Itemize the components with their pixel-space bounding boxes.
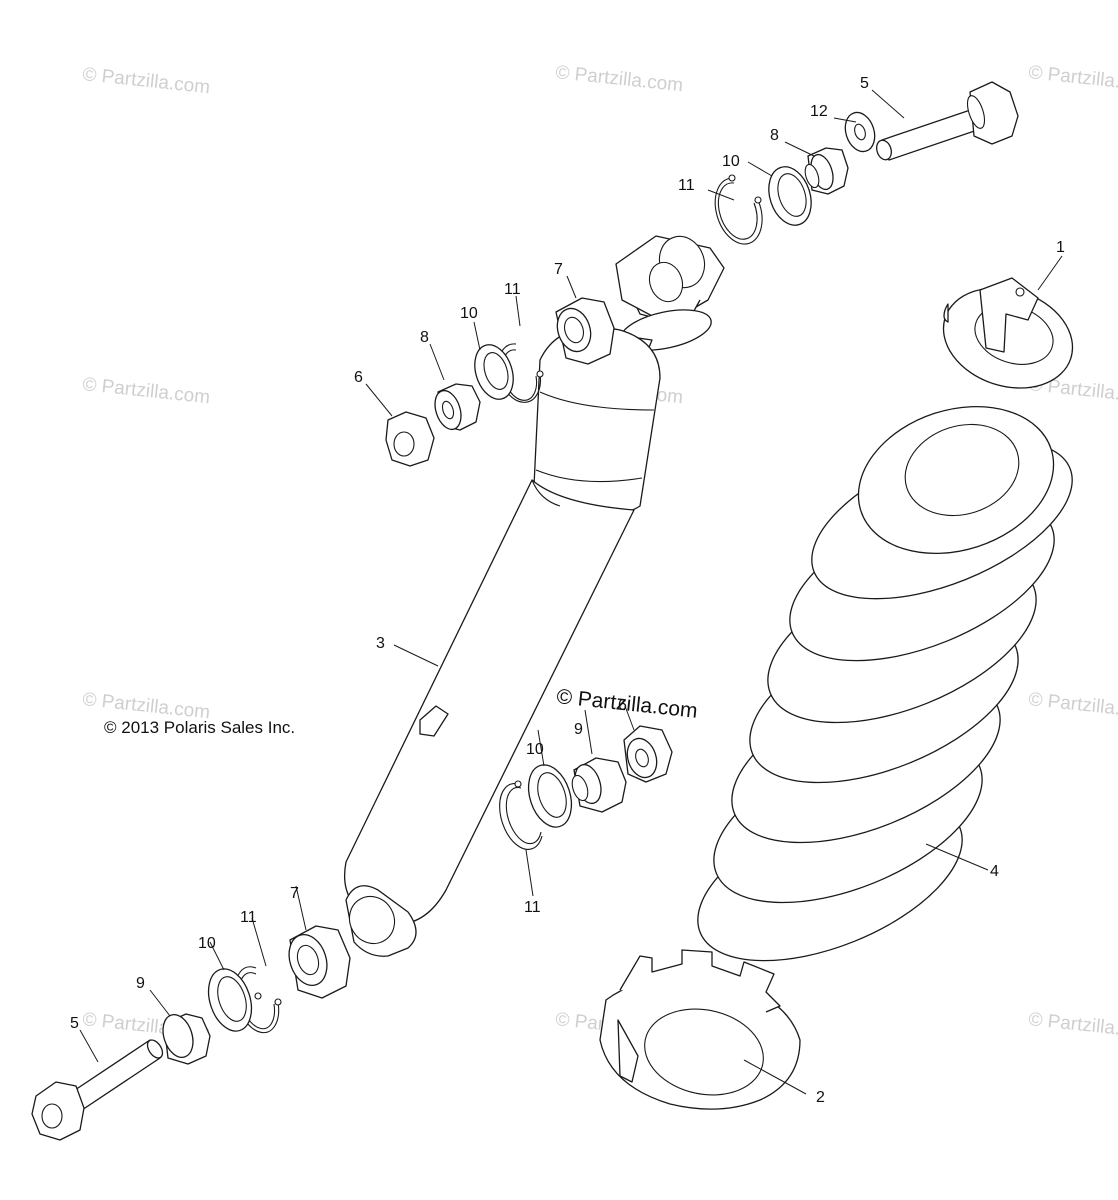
- part-bolt-top: [876, 81, 1019, 161]
- part-bushing-9-bottom: [162, 1013, 211, 1065]
- callout-6-mid: 6: [618, 697, 627, 714]
- part-snap-ring-11-mid: [499, 780, 543, 850]
- leader-lines: [79, 89, 1063, 1095]
- part-coil-spring: [697, 405, 1073, 962]
- callout-numbers: 1 2 3 4 5 5 6 6 7 7 8 8 9 9 10 10 10 10 …: [70, 75, 1065, 1106]
- part-nut-6-top: [385, 411, 435, 467]
- part-bolt-bottom: [31, 1039, 164, 1141]
- part-washer-12: [844, 111, 876, 153]
- part-washer-10-bottom: [207, 968, 253, 1032]
- part-washer-10-top: [474, 344, 514, 400]
- part-spring-retainer-top: [942, 277, 1074, 389]
- callout-11-top: 11: [504, 281, 521, 298]
- part-bearing-7-top: [555, 297, 615, 365]
- watermark-text: © Partzilla.com: [81, 64, 211, 98]
- part-bushing-8-right: [804, 147, 849, 195]
- watermark-text: © Partzilla.com: [554, 62, 684, 96]
- callout-4: 4: [990, 863, 999, 880]
- callout-6-top: 6: [354, 369, 363, 386]
- callout-7-bottom: 7: [290, 885, 299, 902]
- callout-2: 2: [816, 1089, 825, 1106]
- callout-7-top: 7: [554, 261, 563, 278]
- part-spring-retainer-bottom: [599, 949, 801, 1110]
- callout-1: 1: [1056, 239, 1065, 256]
- callout-3: 3: [376, 635, 385, 652]
- part-snap-ring-11-right: [714, 174, 763, 245]
- part-shock-absorber: [344, 235, 725, 957]
- part-bushing-8-top: [434, 383, 481, 431]
- part-bushing-9-mid: [571, 757, 627, 813]
- callout-10-right: 10: [722, 153, 740, 170]
- watermark-text: © Partzilla.com: [1027, 1009, 1118, 1043]
- copyright-text: © 2013 Polaris Sales Inc.: [104, 718, 295, 737]
- callout-12: 12: [810, 103, 828, 120]
- callout-8-right: 8: [770, 127, 779, 144]
- callout-10-top: 10: [460, 305, 478, 322]
- callout-8-top: 8: [420, 329, 429, 346]
- part-washer-10-mid: [527, 764, 573, 828]
- callout-9-bottom: 9: [136, 975, 145, 992]
- part-bearing-7-bottom: [288, 925, 351, 999]
- callout-11-right: 11: [678, 177, 695, 194]
- watermark-bold: © Partzilla.com: [555, 685, 698, 723]
- part-washer-10-right: [768, 166, 812, 226]
- watermark-text: © Partzilla.com: [1027, 689, 1118, 723]
- callout-5-bottom: 5: [70, 1015, 79, 1032]
- callout-5-top: 5: [860, 75, 869, 92]
- watermark-text: © Partzilla.com: [1027, 62, 1118, 96]
- watermark-text: © Partzilla.com: [81, 374, 211, 408]
- callout-10-mid: 10: [526, 741, 544, 758]
- callout-11-mid: 11: [524, 899, 541, 916]
- callout-11-bottom: 11: [240, 909, 257, 926]
- callout-9-mid: 9: [574, 721, 583, 738]
- part-nut-6-mid: [623, 725, 673, 783]
- callout-10-bottom: 10: [198, 935, 216, 952]
